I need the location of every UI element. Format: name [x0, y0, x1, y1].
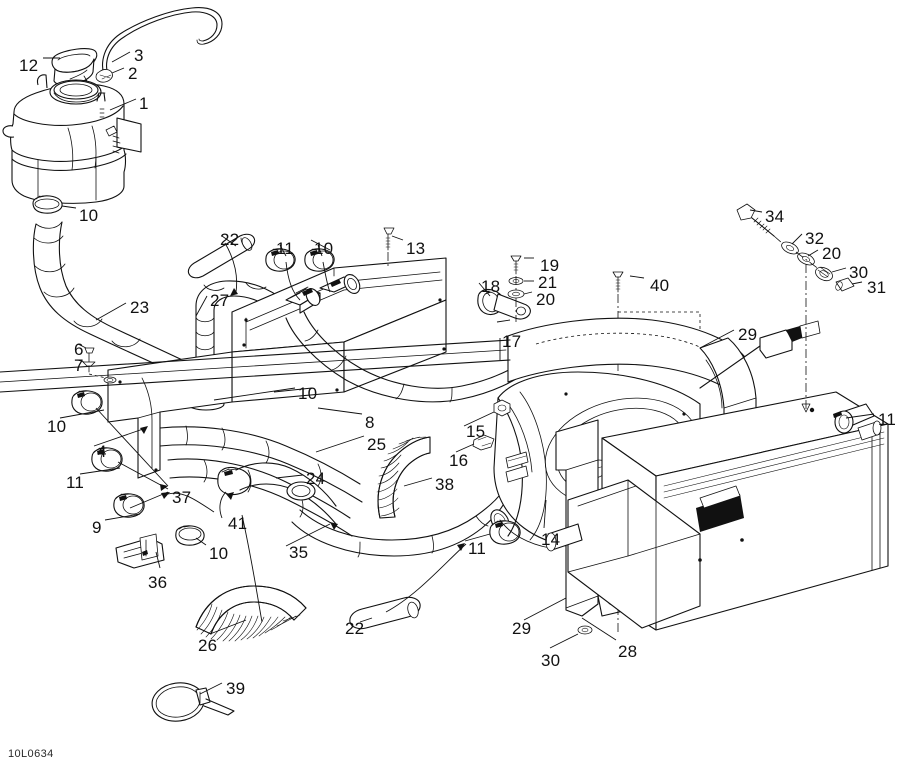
part-hose-clamp-11b: [91, 447, 123, 472]
callout-6[interactable]: 6: [74, 340, 84, 359]
callout-11-b[interactable]: 11: [66, 473, 85, 492]
callout-22-a[interactable]: 22: [220, 230, 240, 249]
callout-26[interactable]: 26: [198, 636, 218, 655]
drawing-code: 10L0634: [8, 748, 54, 760]
part-hose-clamp-11a: [265, 248, 296, 272]
part-washer-32: [781, 241, 799, 255]
part-washer-20a: [507, 289, 525, 299]
callout-15[interactable]: 15: [466, 422, 486, 441]
callout-23[interactable]: 23: [130, 298, 150, 317]
callout-10-b[interactable]: 10: [314, 239, 334, 258]
part-screw-13: [383, 227, 395, 268]
part-manifold-fittings: [285, 274, 361, 314]
part-overflow-hose: [102, 7, 223, 77]
part-spacer-sleeve-31: [835, 277, 855, 292]
part-hose-clamp-ring-10e: [175, 525, 205, 546]
callout-25[interactable]: 25: [367, 435, 387, 454]
leader-lines: [43, 51, 875, 695]
callout-29-b[interactable]: 29: [512, 619, 532, 638]
part-hose-retainer-clip-36: [115, 533, 165, 569]
part-hose-clamp-11c: [489, 520, 521, 545]
callout-11-c[interactable]: 11: [468, 539, 487, 558]
part-bushing-30a: [815, 266, 833, 282]
part-cable-tie-39: [151, 682, 235, 722]
callout-29-a[interactable]: 29: [738, 325, 758, 344]
part-hose-pipe-b: [349, 596, 421, 630]
part-hose-clamp-10d: [71, 390, 103, 415]
callout-28[interactable]: 28: [618, 642, 638, 661]
callout-13[interactable]: 13: [406, 239, 426, 258]
part-upper-coolant-hose: [32, 221, 207, 379]
callout-40[interactable]: 40: [650, 276, 670, 295]
callout-10-d[interactable]: 10: [47, 417, 67, 436]
callout-36[interactable]: 36: [148, 573, 168, 592]
callout-21[interactable]: 21: [538, 273, 558, 292]
callout-12[interactable]: 12: [19, 56, 39, 75]
callout-16[interactable]: 16: [449, 451, 469, 470]
callout-8[interactable]: 8: [365, 413, 375, 432]
part-hose-clamp-9: [113, 493, 145, 518]
callout-20-a[interactable]: 20: [536, 290, 556, 309]
part-hose-clamp-ring-b: [304, 248, 335, 272]
part-manifold-right-hose: [285, 311, 533, 403]
part-hose-support-bracket-18: [477, 288, 531, 320]
callout-11-d[interactable]: 11: [878, 410, 897, 429]
callout-27[interactable]: 27: [210, 291, 230, 310]
callout-4[interactable]: 4: [97, 442, 107, 461]
part-hose-clamp-ring-a: [32, 195, 63, 214]
callout-24[interactable]: 24: [306, 469, 326, 488]
part-radiator-28: [545, 391, 889, 631]
callout-41[interactable]: 41: [228, 514, 248, 533]
part-screw-19: [510, 255, 522, 275]
callout-14[interactable]: 14: [541, 530, 561, 549]
callout-30-a[interactable]: 30: [849, 263, 869, 282]
callout-10-e[interactable]: 10: [209, 544, 229, 563]
callout-2[interactable]: 2: [128, 64, 138, 83]
callout-38[interactable]: 38: [435, 475, 455, 494]
callout-10-c[interactable]: 10: [298, 384, 318, 403]
callout-32[interactable]: 32: [805, 229, 825, 248]
callout-11-a[interactable]: 11: [276, 239, 295, 258]
part-hose-pipe-a: [187, 233, 256, 279]
callout-7[interactable]: 7: [74, 356, 84, 375]
callout-22-b[interactable]: 22: [345, 619, 365, 638]
part-nut-15: [493, 399, 511, 417]
part-clip-16: [472, 434, 495, 451]
callout-19[interactable]: 19: [540, 256, 560, 275]
callout-3[interactable]: 3: [134, 46, 144, 65]
callout-34[interactable]: 34: [765, 207, 785, 226]
callout-1[interactable]: 1: [139, 94, 149, 113]
callout-39[interactable]: 39: [226, 679, 246, 698]
callout-17[interactable]: 17: [502, 332, 522, 351]
callout-35[interactable]: 35: [289, 543, 309, 562]
part-flexible-duct-26: [195, 585, 307, 642]
callout-18[interactable]: 18: [481, 277, 501, 296]
part-hose-fitting-grommet: [95, 69, 113, 83]
callout-20-b[interactable]: 20: [822, 244, 842, 263]
callout-30-b[interactable]: 30: [541, 651, 561, 670]
part-coolant-reservoir-tank: [2, 74, 142, 204]
callout-37[interactable]: 37: [172, 488, 192, 507]
callout-31[interactable]: 31: [867, 278, 887, 297]
callout-9[interactable]: 9: [92, 518, 102, 537]
callout-10-a[interactable]: 10: [79, 206, 99, 225]
part-flexible-duct-38: [376, 436, 431, 519]
